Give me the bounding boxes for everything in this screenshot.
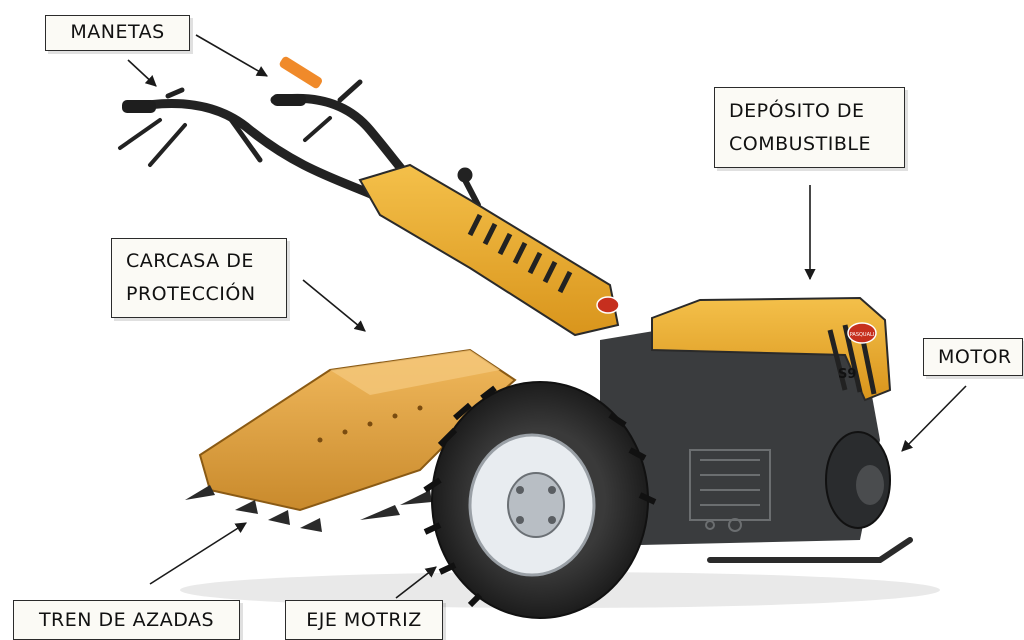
label-motor: MOTOR bbox=[923, 338, 1023, 376]
hub-bolts bbox=[516, 486, 556, 524]
arm-stripes bbox=[467, 213, 573, 294]
right-grip bbox=[272, 94, 306, 106]
arrow-manetas-right bbox=[195, 34, 268, 77]
hood-badge-text: PASQUALI bbox=[850, 332, 875, 338]
front-stand bbox=[707, 537, 913, 563]
arrow-manetas-left bbox=[127, 59, 157, 87]
handlebars bbox=[118, 79, 481, 208]
model-plate: S9 bbox=[838, 367, 856, 382]
fuel-tank-hood bbox=[651, 296, 892, 402]
wheel-hub bbox=[507, 472, 565, 538]
label-tren-de-azadas: TREN DE AZADAS bbox=[13, 600, 240, 640]
label-eje-motriz: EJE MOTRIZ bbox=[285, 600, 443, 640]
arrow-eje bbox=[395, 566, 437, 599]
tiller-top-panel bbox=[330, 350, 500, 395]
left-grip bbox=[122, 100, 156, 113]
hood-badge bbox=[847, 322, 877, 344]
tiller-rivets bbox=[317, 405, 423, 443]
label-carcasa-proteccion: CARCASA DE PROTECCIÓN bbox=[111, 238, 287, 318]
tire-tread bbox=[423, 385, 657, 608]
engine-details bbox=[689, 449, 771, 532]
arrow-tren bbox=[149, 522, 247, 585]
label-manetas: MANETAS bbox=[45, 15, 190, 51]
throttle-lever bbox=[279, 56, 323, 89]
tiller-blades bbox=[185, 485, 432, 532]
steering-arm bbox=[358, 163, 620, 337]
label-deposito-combustible: DEPÓSITO DE COMBUSTIBLE bbox=[714, 87, 905, 168]
engine-block bbox=[600, 330, 880, 545]
arrow-carcasa bbox=[302, 279, 366, 332]
arm-badge bbox=[596, 296, 620, 314]
callout-arrows bbox=[127, 34, 967, 599]
arrow-motor bbox=[901, 385, 967, 452]
flywheel-hub bbox=[856, 465, 884, 505]
